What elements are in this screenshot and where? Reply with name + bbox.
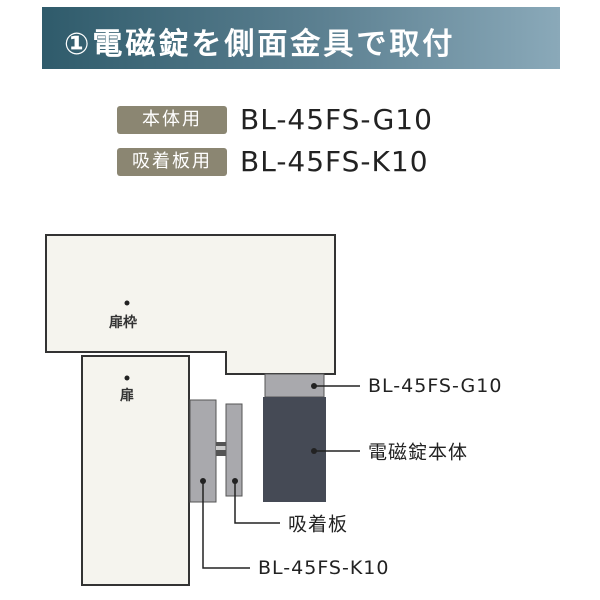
leader-plate-bracket xyxy=(202,481,250,569)
body-label: 電磁錠本体 xyxy=(368,441,469,464)
badge-plate: 吸着板用 xyxy=(117,148,227,176)
door-frame xyxy=(45,234,336,375)
plate-label: 吸着板 xyxy=(288,513,349,536)
bracket-dot xyxy=(311,383,317,389)
plate-dot xyxy=(232,478,238,484)
title-banner: ①電磁錠を側面金具で取付 xyxy=(42,7,560,69)
body-dot xyxy=(311,448,317,454)
door-dot xyxy=(124,375,130,381)
plate-bracket-dot xyxy=(200,478,206,484)
frame-dot xyxy=(124,300,130,306)
model-plate: BL-45FS-K10 xyxy=(240,145,429,178)
door-label: 扉 xyxy=(120,388,134,404)
badge-body: 本体用 xyxy=(117,106,227,134)
frame-label: 扉枠 xyxy=(109,315,137,331)
plate-bracket-label: BL-45FS-K10 xyxy=(258,557,390,579)
page-title: ①電磁錠を側面金具で取付 xyxy=(64,27,456,62)
attraction-plate xyxy=(225,403,243,497)
door xyxy=(81,355,190,586)
model-body: BL-45FS-G10 xyxy=(240,103,433,136)
bracket-label: BL-45FS-G10 xyxy=(368,375,503,397)
leader-plate xyxy=(234,481,280,524)
connector-highlight xyxy=(216,446,226,450)
